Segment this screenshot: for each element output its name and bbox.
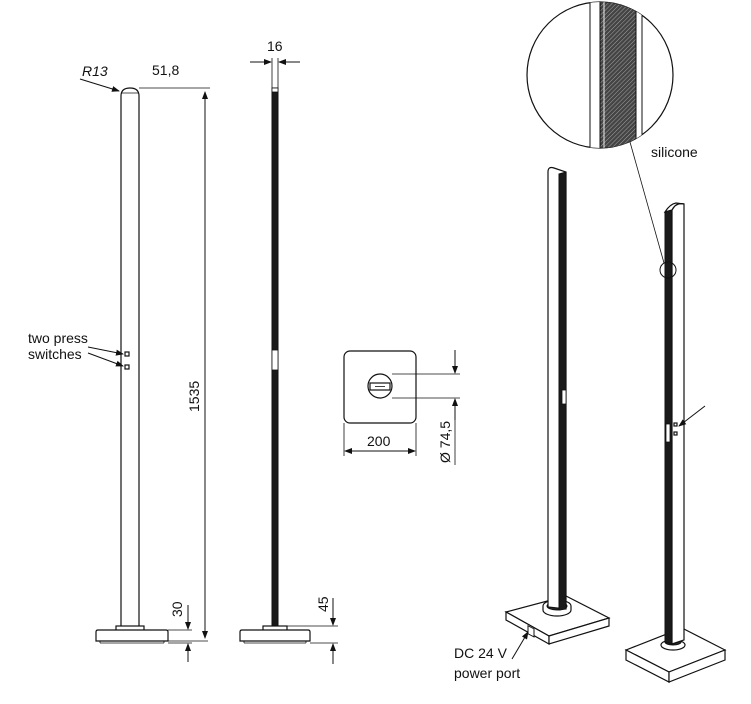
- front-view-base: [95, 629, 169, 642]
- isometric-view-front: [504, 166, 611, 646]
- radius-leader: [79, 78, 120, 92]
- switches-leader-lower: [87, 352, 124, 367]
- diameter-label: Ø 74,5: [437, 421, 453, 463]
- front-view: [95, 87, 169, 644]
- radius-label: R13: [82, 63, 108, 79]
- power-label-line2: power port: [454, 665, 520, 681]
- silicone-hatch: [599, 2, 637, 148]
- thickness-label: 16: [267, 38, 283, 54]
- side-view: [239, 87, 311, 644]
- front-view-pole: [120, 87, 140, 629]
- base-size-label: 200: [367, 433, 391, 449]
- silicone-label: silicone: [651, 144, 698, 160]
- switches-label-line1: two press: [28, 330, 88, 346]
- power-label-line1: DC 24 V: [454, 645, 508, 661]
- base-height-b-label: 45: [315, 596, 331, 612]
- side-switch-window: [271, 349, 279, 371]
- height-label: 1535: [186, 381, 202, 412]
- switch-upper-icon: [124, 351, 130, 357]
- power-port-icon: [527, 624, 535, 638]
- top-view: [343, 350, 417, 424]
- iso1-base-side-right: [548, 617, 610, 645]
- silicone-detail: [526, 1, 677, 279]
- switches-leader-upper: [87, 346, 124, 356]
- width-label: 51,8: [152, 62, 179, 78]
- silicone-detail-marker: [659, 261, 677, 279]
- isometric-view-rear: [624, 202, 727, 683]
- base-height-a-label: 30: [169, 601, 185, 617]
- side-view-base: [239, 629, 311, 642]
- switches-label-line2: switches: [28, 346, 82, 362]
- power-leader: [511, 631, 529, 660]
- switch-lower-icon: [124, 364, 130, 370]
